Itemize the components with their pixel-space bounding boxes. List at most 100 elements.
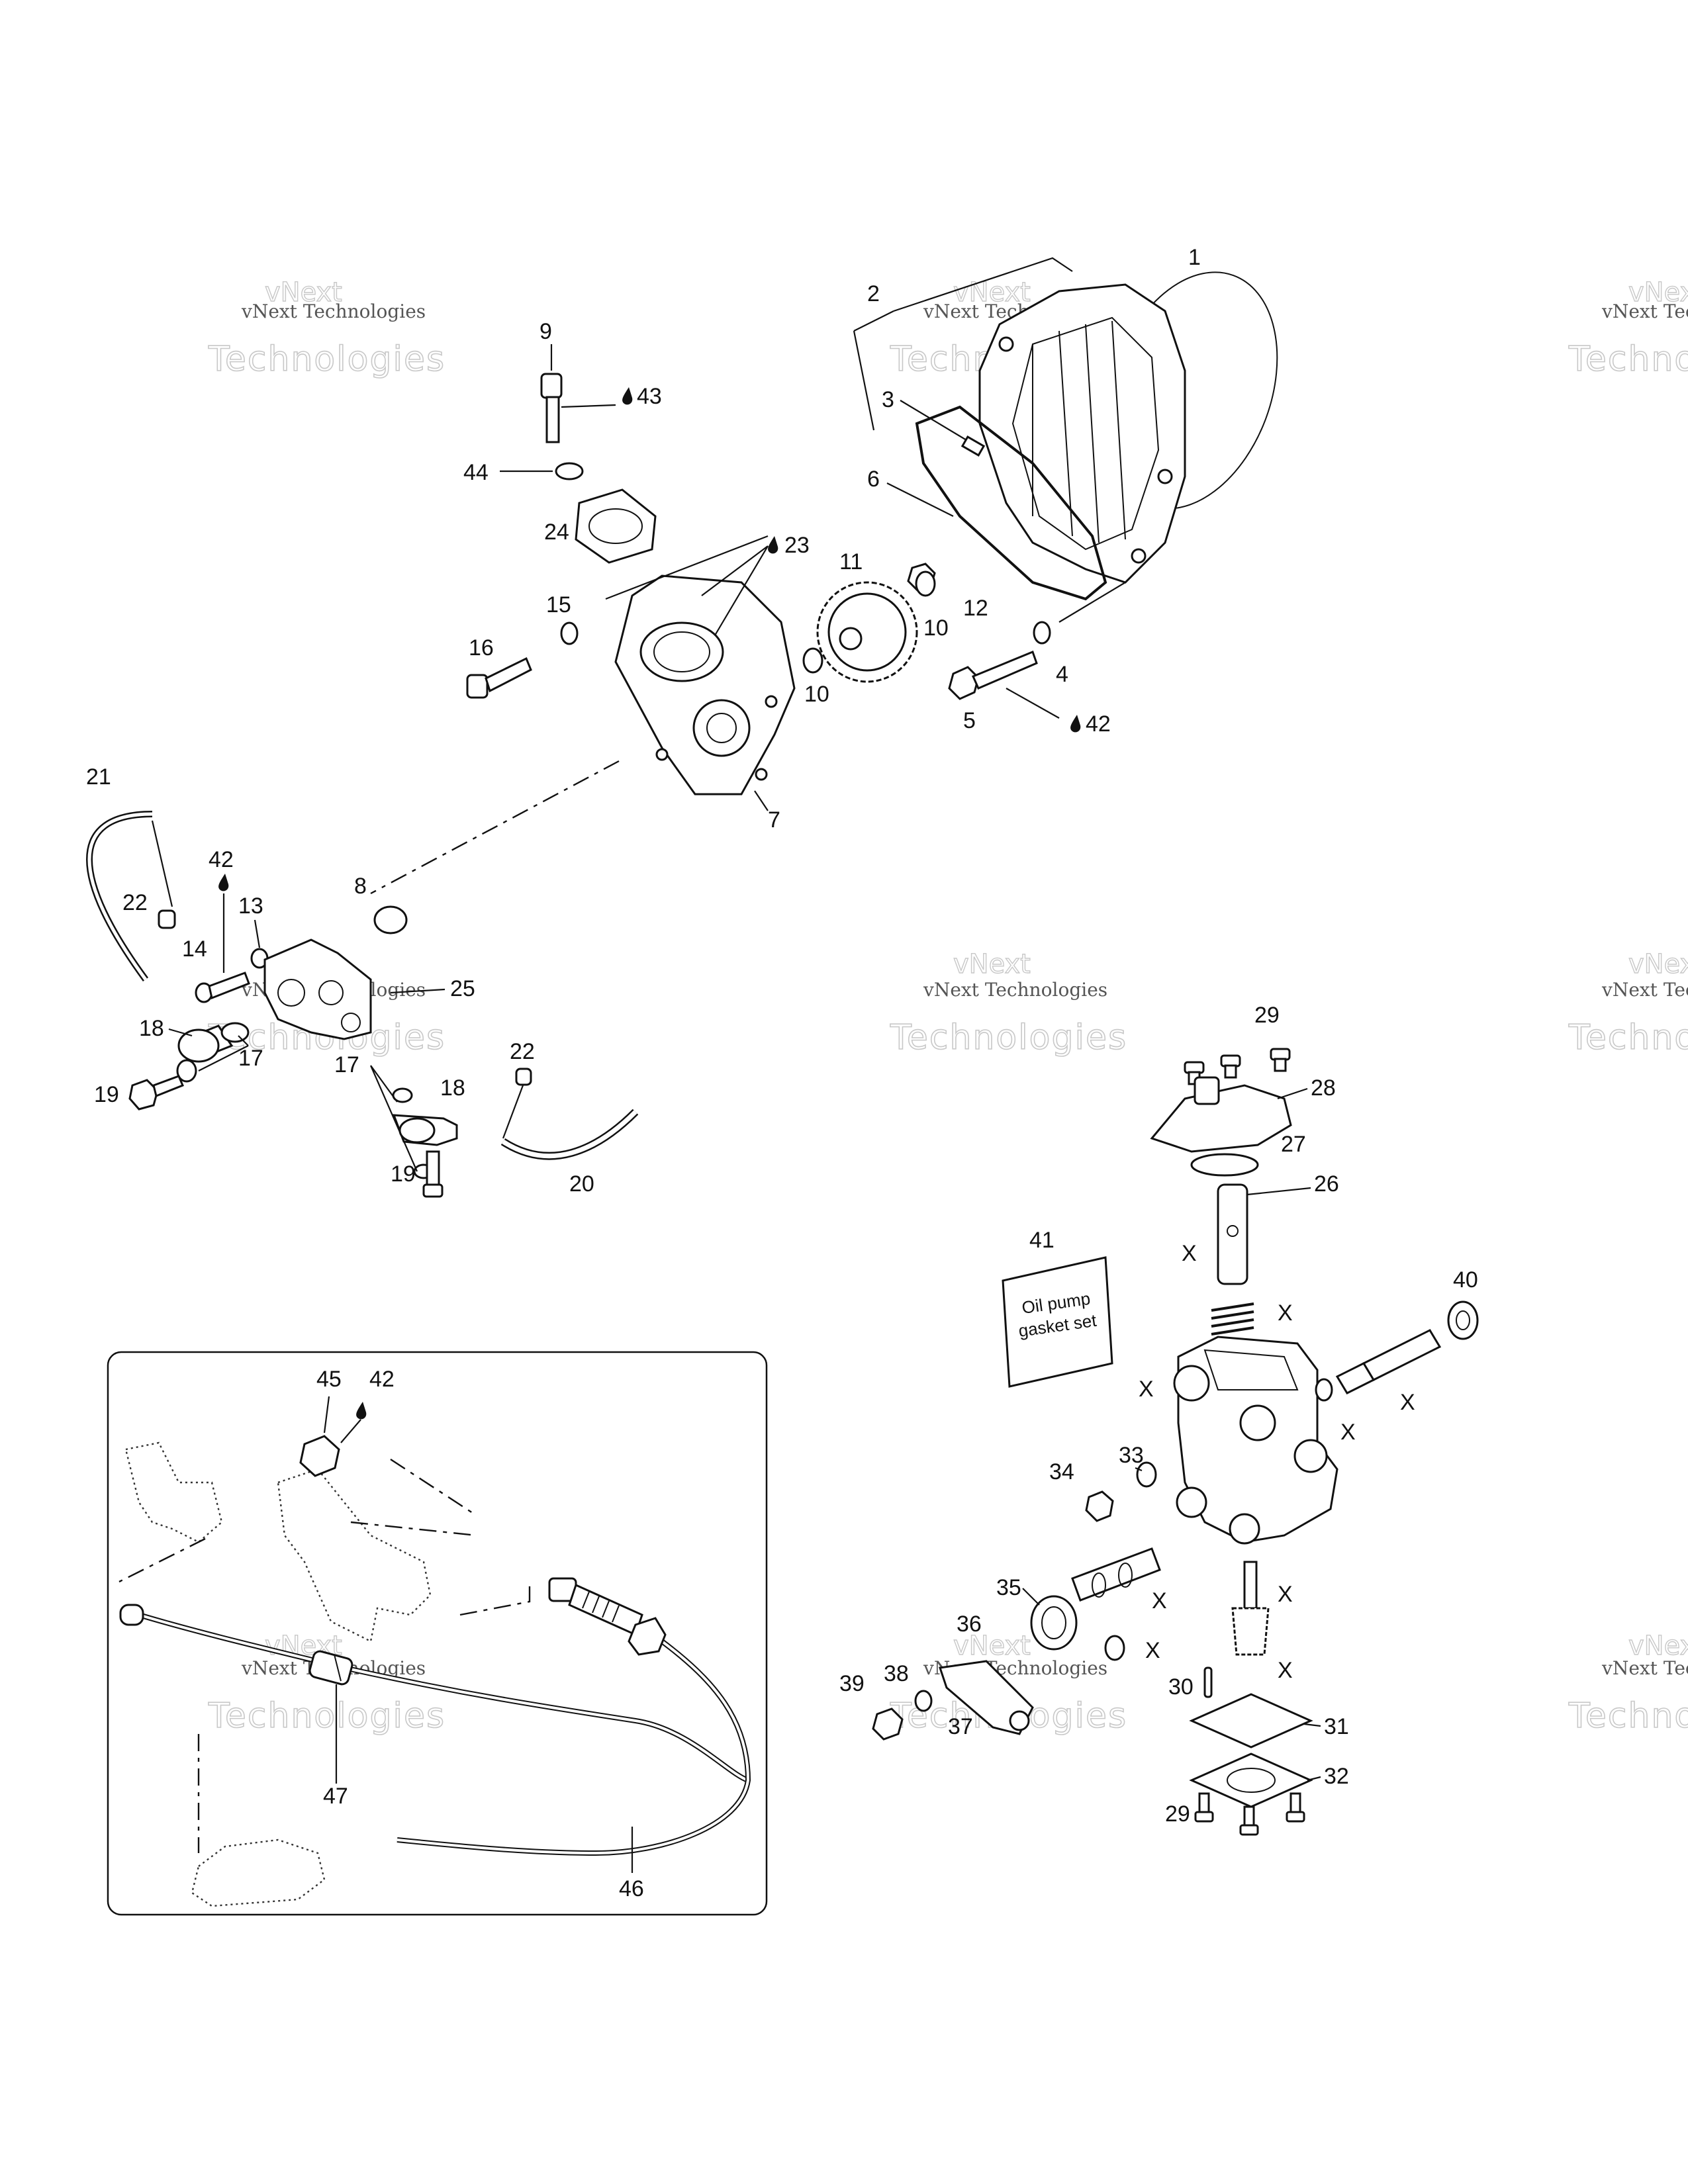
gasket-packet-41: Oil pump gasket set xyxy=(1002,1256,1113,1388)
watermark-vnext: vNext xyxy=(1628,1631,1688,1661)
callout-29a: 29 xyxy=(1254,1003,1280,1028)
drop-icon xyxy=(1070,715,1081,733)
washer-10a xyxy=(915,570,936,597)
callout-40: 40 xyxy=(1453,1267,1478,1293)
gasket-24 xyxy=(575,488,657,564)
mark-x: X xyxy=(1278,1582,1293,1607)
leader-42 xyxy=(1006,688,1060,719)
leader-3 xyxy=(900,400,967,441)
watermark-text: vNext Technologies xyxy=(923,979,1107,1001)
watermark-vnext: vNext xyxy=(265,277,342,308)
mark-x: X xyxy=(1139,1377,1154,1402)
callout-21: 21 xyxy=(86,764,111,790)
axis-inset-5 xyxy=(459,1582,531,1616)
bolt-16 xyxy=(466,657,532,699)
callout-16: 16 xyxy=(469,635,494,660)
o-ring-27 xyxy=(1190,1153,1259,1177)
callout-22a: 22 xyxy=(122,890,148,915)
leader-21 xyxy=(151,820,173,907)
callout-11: 11 xyxy=(839,549,863,574)
leader-26 xyxy=(1246,1187,1311,1196)
callout-45: 45 xyxy=(316,1367,342,1392)
callout-9: 9 xyxy=(539,319,552,344)
washer-4 xyxy=(1033,621,1051,645)
leader-22b xyxy=(502,1085,524,1139)
callout-3: 3 xyxy=(882,387,894,412)
watermark-vnext: vNext xyxy=(953,949,1031,979)
dowel-pin xyxy=(961,435,986,457)
callout-5: 5 xyxy=(963,708,976,733)
callout-42a: 42 xyxy=(1086,711,1111,737)
watermark-technologies: Technologies xyxy=(890,1018,1127,1058)
mark-x: X xyxy=(1278,1300,1293,1326)
leader-35 xyxy=(1022,1588,1040,1606)
watermark-top-left: vNext vNext Technologies Technologies xyxy=(207,277,445,379)
axis-inset-2 xyxy=(350,1521,477,1537)
callout-25: 25 xyxy=(450,976,475,1001)
callout-36: 36 xyxy=(957,1612,982,1637)
adjuster-47 xyxy=(308,1650,353,1686)
pump-body xyxy=(1173,1336,1338,1545)
callout-8: 8 xyxy=(354,874,367,899)
gasket-loop xyxy=(915,405,1107,601)
callout-13: 13 xyxy=(238,893,263,919)
nut-45 xyxy=(299,1435,340,1477)
callout-12: 12 xyxy=(963,596,988,621)
callout-41: 41 xyxy=(1029,1228,1055,1253)
screw-14 xyxy=(195,972,250,1003)
callout-20: 20 xyxy=(569,1171,594,1197)
watermark-text: vNext Technologies xyxy=(1601,1657,1688,1679)
washer-44 xyxy=(555,462,584,480)
watermark-technologies: Technologies xyxy=(208,340,445,379)
clamp-22b xyxy=(515,1068,532,1086)
callout-24: 24 xyxy=(544,520,569,545)
callout-18b: 18 xyxy=(440,1075,465,1101)
clamp-22a xyxy=(158,909,176,929)
leader-6 xyxy=(886,482,954,517)
gear-11 xyxy=(816,581,918,683)
watermark-top-right: vNext vNext Technologies Technologies xyxy=(1568,277,1688,379)
callout-26: 26 xyxy=(1314,1171,1339,1197)
lever-37 xyxy=(939,1660,1034,1735)
leader-25 xyxy=(390,988,445,994)
watermark-text: vNext Technologies xyxy=(241,300,426,322)
callout-28: 28 xyxy=(1311,1075,1336,1101)
mark-x: X xyxy=(1145,1638,1160,1663)
leader-2b xyxy=(853,330,875,431)
leader-43 xyxy=(561,404,616,408)
cover-housing xyxy=(978,283,1186,584)
callout-44: 44 xyxy=(463,460,489,485)
cam-35 xyxy=(1030,1595,1078,1651)
watermark-text: vNext Technologies xyxy=(1601,979,1688,1001)
callout-43: 43 xyxy=(637,384,662,409)
leader-13 xyxy=(254,919,261,948)
watermark-vnext: vNext xyxy=(953,277,1031,308)
fitting-18b xyxy=(392,1087,458,1146)
callout-14: 14 xyxy=(182,936,207,962)
callout-19b: 19 xyxy=(391,1161,416,1187)
mark-x: X xyxy=(1340,1420,1356,1445)
callout-7: 7 xyxy=(768,807,780,833)
axis-inset-1 xyxy=(118,1537,206,1583)
callout-17a: 17 xyxy=(238,1046,263,1071)
watermark-vnext: vNext xyxy=(1628,949,1688,979)
cover-plate-28 xyxy=(1150,1076,1292,1153)
callout-32: 32 xyxy=(1324,1764,1349,1789)
plug-34 xyxy=(1085,1490,1114,1522)
callout-33: 33 xyxy=(1119,1443,1144,1468)
oil-pump-25 xyxy=(263,938,372,1040)
callout-1: 1 xyxy=(1188,245,1201,270)
callout-17b: 17 xyxy=(334,1052,359,1077)
bracket-small xyxy=(124,1441,223,1543)
pump-housing-7 xyxy=(614,574,796,796)
axis-line-top xyxy=(605,535,769,600)
callout-23: 23 xyxy=(784,533,810,558)
washer-17a xyxy=(220,1022,250,1043)
callout-38: 38 xyxy=(884,1661,909,1686)
leader-18a xyxy=(168,1028,193,1037)
callout-15: 15 xyxy=(546,592,571,617)
callout-29b: 29 xyxy=(1165,1801,1190,1827)
callout-10a: 10 xyxy=(923,615,949,641)
watermark-low-right: vNext vNext Technologies Technologies xyxy=(1568,1630,1688,1737)
callout-22b: 22 xyxy=(510,1039,535,1064)
